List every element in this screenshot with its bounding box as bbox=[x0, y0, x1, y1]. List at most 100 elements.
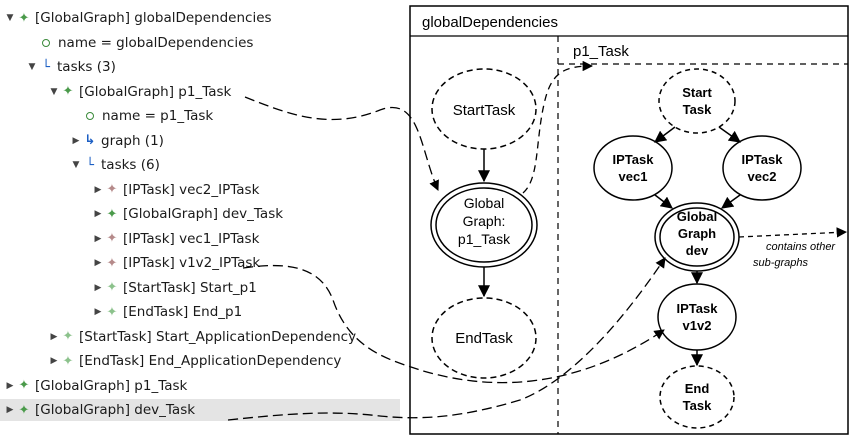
globalgraph-icon: ✦ bbox=[18, 378, 30, 393]
iptask-vec1-node[interactable] bbox=[593, 135, 673, 201]
tree-row-label: [EndTask] End_ApplicationDependency bbox=[79, 353, 342, 369]
tree-row-label: name = globalDependencies bbox=[58, 34, 254, 51]
link-tree-dev-task-to-dev-node bbox=[227, 257, 666, 421]
start-task-node-inner[interactable] bbox=[658, 68, 736, 134]
tree-row[interactable]: ▶✦[EndTask] End_p1 bbox=[92, 301, 243, 323]
global-graph-p1-label-line1: Global bbox=[464, 195, 504, 211]
reference-icon: └ bbox=[86, 157, 94, 173]
end-task-label-inner-line1: End bbox=[685, 381, 710, 396]
iptask-vec2-node[interactable] bbox=[722, 135, 802, 201]
end-task-label-inner-line2: Task bbox=[683, 398, 712, 413]
tree-row-label: [StartTask] Start_p1 bbox=[123, 279, 257, 296]
endtask-icon: ✦ bbox=[62, 353, 74, 369]
tree-row-label: [IPTask] vec2_IPTask bbox=[123, 181, 260, 198]
global-graph-dev-node-inner-ring bbox=[659, 207, 735, 267]
tree-row-label: [GlobalGraph] dev_Task bbox=[35, 402, 196, 418]
reference-icon: └ bbox=[42, 59, 50, 75]
tree-row-label: [GlobalGraph] globalDependencies bbox=[35, 10, 272, 26]
iptask-vec2-label-line1: IPTask bbox=[742, 152, 784, 167]
tree-row-label: [EndTask] End_p1 bbox=[123, 304, 243, 320]
tree-row[interactable]: ▶ ✦ [IPTask] v1v2_IPTask bbox=[92, 252, 261, 274]
expanded-arrow-icon[interactable]: ▼ bbox=[50, 86, 58, 97]
starttask-icon: ✦ bbox=[62, 329, 74, 344]
edge-start-to-vec2 bbox=[718, 126, 741, 143]
tree-row[interactable]: ▶ ✦ [StartTask] Start_ApplicationDependenc… bbox=[48, 326, 357, 348]
link-global-p1-to-inner-graph bbox=[522, 60, 594, 194]
expanded-arrow-icon[interactable]: ▼ bbox=[28, 62, 36, 72]
collapsed-arrow-icon[interactable]: ▶ bbox=[94, 307, 102, 317]
tree-row[interactable]: ▼✦[GlobalGraph] globalDependencies bbox=[4, 7, 272, 29]
iptask-v1v2-label-line1: IPTask bbox=[677, 301, 719, 316]
tree-row-label: name = p1_Task bbox=[102, 108, 214, 124]
tree-row[interactable]: ▼✦[GlobalGraph] p1_Task bbox=[48, 81, 232, 103]
end-task-node-outer[interactable] bbox=[431, 297, 537, 379]
iptask-v1v2-node[interactable] bbox=[657, 283, 737, 351]
collapsed-arrow-icon[interactable]: ▶ bbox=[94, 209, 102, 219]
start-task-label-inner-line1: Start bbox=[682, 85, 712, 100]
collapsed-arrow-icon[interactable]: ▶ bbox=[94, 258, 102, 268]
tree-row-label: [IPTask] vec1_IPTask bbox=[123, 230, 260, 247]
annotation-line1: contains other bbox=[766, 241, 836, 253]
global-graph-dev-label-line1: Global bbox=[677, 209, 717, 224]
global-graph-p1-label-line2: Graph: bbox=[463, 213, 506, 229]
link-tree-p1-task-to-global-node bbox=[244, 96, 439, 191]
tree-row-label: graph (1) bbox=[101, 132, 164, 149]
iptask-vec2-label-line2: vec2 bbox=[748, 169, 777, 184]
tree-row-label: [IPTask] v1v2_IPTask bbox=[123, 255, 261, 271]
globalgraph-icon: ✦ bbox=[106, 206, 118, 222]
tree-row-label: [GlobalGraph] dev_Task bbox=[123, 206, 284, 222]
expanded-arrow-icon[interactable]: ▼ bbox=[72, 160, 80, 170]
tree-row[interactable]: ▼ └ tasks (6) bbox=[70, 154, 160, 176]
outer-graph-title: globalDependencies bbox=[422, 14, 558, 31]
collapsed-arrow-icon[interactable]: ▶ bbox=[50, 331, 58, 342]
attribute-icon bbox=[86, 112, 94, 120]
tree-row[interactable]: ▼ └ tasks (3) bbox=[26, 56, 116, 78]
starttask-icon: ✦ bbox=[106, 280, 118, 295]
edge-vec2-to-dev bbox=[721, 194, 741, 209]
end-task-node-inner[interactable] bbox=[659, 365, 735, 429]
tree-row[interactable]: name = p1_Task bbox=[70, 105, 213, 127]
tree-row-label: tasks (6) bbox=[101, 157, 160, 173]
iptask-v1v2-label-line2: v1v2 bbox=[683, 318, 712, 333]
expanded-arrow-icon[interactable]: ▼ bbox=[6, 13, 14, 23]
tree-row-label: [GlobalGraph] p1_Task bbox=[35, 377, 188, 394]
collapsed-arrow-icon[interactable]: ▶ bbox=[94, 233, 102, 244]
iptask-vec1-label-line2: vec1 bbox=[619, 169, 648, 184]
iptask-vec1-label-line1: IPTask bbox=[613, 152, 655, 167]
tree-row[interactable]: ▶ ✦ [IPTask] vec2_IPTask bbox=[92, 179, 260, 201]
tree-row[interactable]: ▶ ✦ [StartTask] Start_p1 bbox=[92, 277, 257, 299]
global-graph-dev-label-line2: Graph bbox=[678, 226, 716, 241]
start-task-label-inner-line2: Task bbox=[683, 102, 712, 117]
tree-row-label: [StartTask] Start_ApplicationDependency bbox=[79, 328, 357, 345]
link-tree-v1v2-to-iptask-node bbox=[242, 264, 665, 384]
collapsed-arrow-icon[interactable]: ▶ bbox=[72, 135, 80, 146]
tree-row[interactable]: ▶ ✦ [EndTask] End_ApplicationDependency bbox=[48, 350, 342, 372]
collapsed-arrow-icon[interactable]: ▶ bbox=[6, 380, 14, 391]
tree-row[interactable]: ▶ ↳ graph (1) bbox=[70, 130, 164, 152]
tree-row-label: tasks (3) bbox=[57, 59, 116, 75]
tree-row[interactable]: ▶ ✦ [IPTask] vec1_IPTask bbox=[92, 228, 260, 250]
collapsed-arrow-icon[interactable]: ▶ bbox=[6, 405, 14, 415]
attribute-icon bbox=[42, 38, 50, 47]
annotation-line2: sub-graphs bbox=[753, 257, 809, 269]
iptask-icon: ✦ bbox=[106, 255, 118, 271]
collapsed-arrow-icon[interactable]: ▶ bbox=[94, 184, 102, 195]
graph-reference-icon: ↳ bbox=[84, 133, 96, 148]
tree-row[interactable]: ▶ ✦ [GlobalGraph] dev_Task bbox=[92, 203, 284, 225]
tree-row[interactable]: ▶ ✦ [GlobalGraph] dev_Task bbox=[0, 399, 400, 421]
tree-row[interactable]: name = globalDependencies bbox=[26, 32, 253, 54]
iptask-icon: ✦ bbox=[106, 231, 118, 246]
collapsed-arrow-icon[interactable]: ▶ bbox=[94, 282, 102, 293]
edge-start-to-vec1 bbox=[654, 126, 676, 143]
iptask-icon: ✦ bbox=[106, 182, 118, 197]
tree-row[interactable]: ▶ ✦ [GlobalGraph] p1_Task bbox=[4, 375, 188, 397]
inner-graph-title: p1_Task bbox=[573, 43, 629, 60]
global-graph-dev-label-line3: dev bbox=[686, 243, 709, 258]
globalgraph-icon: ✦ bbox=[18, 402, 30, 418]
collapsed-arrow-icon[interactable]: ▶ bbox=[50, 356, 58, 366]
globalgraph-icon: ✦ bbox=[62, 84, 74, 99]
global-graph-p1-node-inner-ring bbox=[435, 187, 533, 263]
start-task-label-outer: StartTask bbox=[453, 102, 516, 119]
